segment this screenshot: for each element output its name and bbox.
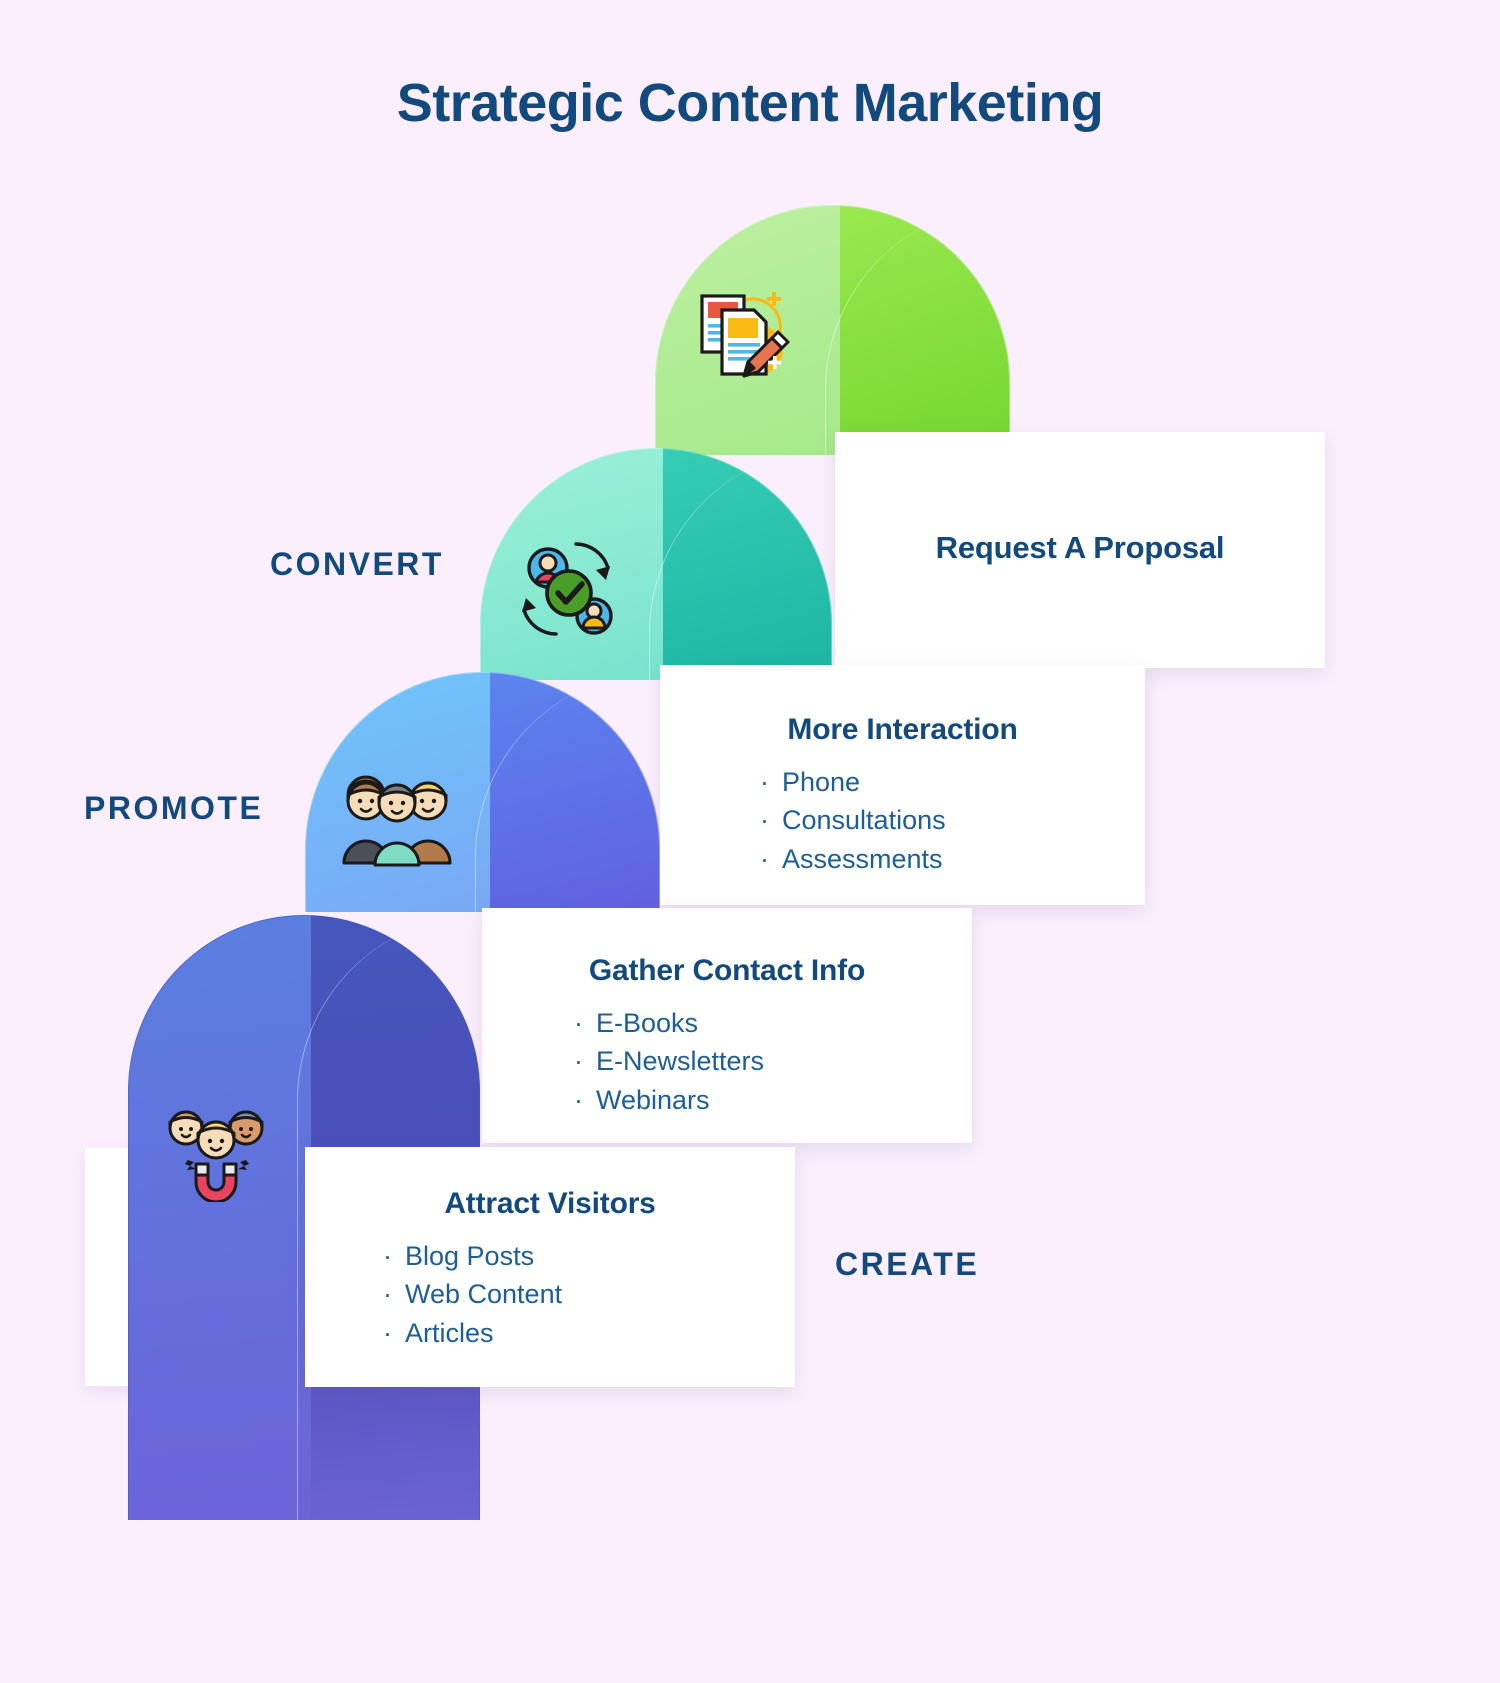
list-item: · Web Content bbox=[383, 1275, 795, 1313]
card-promote[interactable]: Gather Contact Info · E-Books · E-Newslette… bbox=[482, 908, 972, 1143]
list-item-label: Consultations bbox=[782, 805, 946, 836]
arch-create-face-right bbox=[839, 205, 1010, 455]
stage-label-create: CREATE bbox=[835, 1246, 980, 1282]
card-convert[interactable]: More Interaction · Phone · Consultations · As… bbox=[660, 665, 1145, 905]
list-item-label: Webinars bbox=[596, 1084, 710, 1115]
list-item-label: E-Newsletters bbox=[596, 1046, 765, 1077]
card-attract[interactable]: Attract Visitors · Blog Posts · Web Content… bbox=[305, 1147, 795, 1387]
bullet-icon: · bbox=[760, 767, 769, 797]
list-item-label: Assessments bbox=[782, 843, 943, 874]
bullet-icon: · bbox=[760, 805, 769, 836]
card-convert-title: More Interaction bbox=[787, 713, 1018, 746]
people-group-icon bbox=[340, 775, 454, 867]
stage-label-promote: PROMOTE bbox=[84, 790, 264, 826]
bullet-icon: · bbox=[383, 1317, 392, 1348]
bullet-icon: · bbox=[574, 1046, 583, 1077]
magnet-people-icon bbox=[162, 1102, 272, 1204]
arch-convert-face-left bbox=[480, 448, 664, 680]
list-item: · Articles bbox=[383, 1314, 795, 1352]
list-item-label: Blog Posts bbox=[405, 1241, 535, 1271]
arch-convert-face-right bbox=[663, 448, 832, 680]
card-attract-bullets: · Blog Posts · Web Content · Articles bbox=[305, 1237, 795, 1352]
bullet-icon: · bbox=[383, 1279, 392, 1310]
list-item: · Assessments bbox=[760, 840, 1145, 878]
card-promote-bullets: · E-Books · E-Newsletters · Webinars bbox=[482, 1004, 972, 1119]
arch-attract-face-left bbox=[128, 915, 312, 1520]
card-create[interactable]: Request A Proposal bbox=[835, 432, 1325, 668]
list-item: · Blog Posts bbox=[383, 1237, 795, 1275]
list-item: · Consultations bbox=[760, 801, 1145, 839]
page-title: Strategic Content Marketing bbox=[396, 73, 1104, 133]
documents-pencil-icon bbox=[688, 288, 792, 384]
list-item: · E-Newsletters bbox=[574, 1042, 972, 1080]
list-item: · Phone bbox=[760, 763, 1145, 801]
arch-promote-face-right bbox=[489, 672, 660, 912]
card-promote-title: Gather Contact Info bbox=[588, 954, 866, 987]
users-refresh-check-icon bbox=[512, 538, 620, 640]
stage-label-convert: CONVERT bbox=[270, 546, 444, 582]
bullet-icon: · bbox=[760, 843, 769, 874]
bullet-icon: · bbox=[383, 1241, 392, 1271]
list-item-label: Articles bbox=[405, 1317, 494, 1348]
arch-promote bbox=[305, 672, 660, 912]
bullet-icon: · bbox=[574, 1084, 583, 1115]
list-item: · Webinars bbox=[574, 1081, 972, 1119]
list-item: · E-Books bbox=[574, 1004, 972, 1042]
card-attract-title: Attract Visitors bbox=[444, 1187, 656, 1220]
list-item-label: Phone bbox=[782, 767, 861, 797]
card-create-title: Request A Proposal bbox=[935, 530, 1225, 565]
card-convert-bullets: · Phone · Consultations · Assessments bbox=[660, 763, 1145, 878]
list-item-label: E-Books bbox=[596, 1008, 699, 1038]
bullet-icon: · bbox=[574, 1008, 583, 1038]
list-item-label: Web Content bbox=[405, 1279, 563, 1310]
